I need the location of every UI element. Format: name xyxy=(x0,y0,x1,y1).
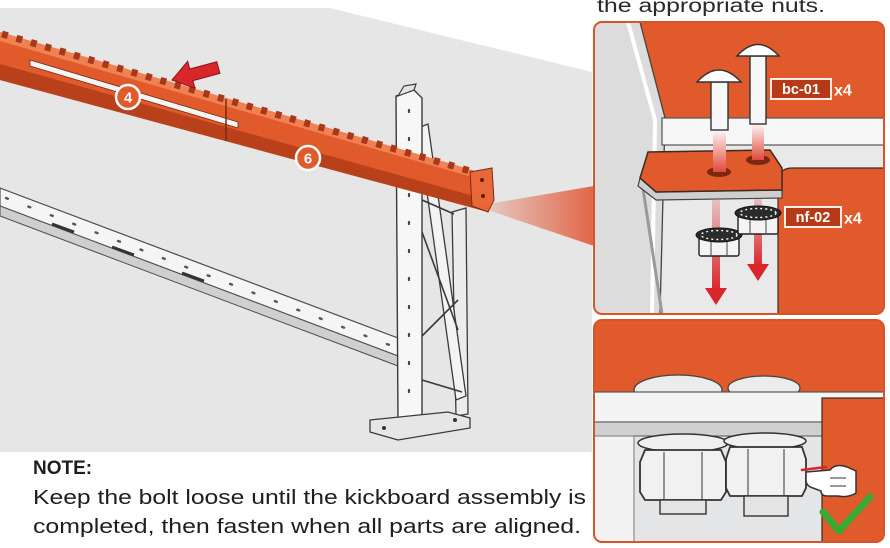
nut-flange xyxy=(734,205,782,221)
carriage-bolt xyxy=(695,69,743,172)
bolt-stub xyxy=(659,499,707,515)
detail-panel-nuts-content xyxy=(594,320,884,542)
panel-border xyxy=(593,21,885,315)
part-quantity: x4 xyxy=(844,211,862,228)
nut-flange xyxy=(695,227,743,243)
bolt-stub xyxy=(743,495,789,517)
beam-teeth xyxy=(1,30,471,175)
zoom-callout-cone xyxy=(476,186,594,246)
stand-cross-brace xyxy=(421,199,455,215)
bolt-shaft-fade xyxy=(713,128,726,172)
nut-body xyxy=(725,446,807,497)
stand-base-plate xyxy=(369,411,471,441)
pointer-indicator xyxy=(800,465,828,472)
rail-connector xyxy=(111,245,135,257)
hex-nut xyxy=(723,432,807,517)
bracket-hole xyxy=(481,194,485,198)
lower-orange-block xyxy=(777,167,884,314)
part-label-bolt: bc-01 x4 xyxy=(770,78,852,100)
horizontal-rail xyxy=(661,117,884,146)
arrow-head xyxy=(747,264,769,281)
callout-6: 6 xyxy=(294,144,322,172)
stand-cross-brace xyxy=(421,231,459,331)
bolt-shaft xyxy=(749,55,767,125)
carriage-bolt xyxy=(735,43,781,160)
bolt-shaft-fade xyxy=(752,122,764,160)
panel-border xyxy=(593,319,885,543)
flange-nut xyxy=(695,227,743,257)
stand-cross-brace xyxy=(421,379,463,393)
support-rod xyxy=(640,181,664,314)
part-label-nut: nf-02 x4 xyxy=(784,206,862,228)
bolt-shaft xyxy=(710,81,729,131)
part-code-box xyxy=(770,78,832,100)
bracket-hole xyxy=(480,178,484,182)
base-bolt-hole xyxy=(453,418,457,422)
note-title: NOTE: xyxy=(33,458,92,479)
callout-circle xyxy=(294,144,322,172)
nut-flange-serration xyxy=(739,207,777,219)
detail-panel-bolts-content: bc-01 x4 nf-02 x4 xyxy=(594,22,884,314)
hand-shape xyxy=(805,464,857,498)
hand-pointer-icon xyxy=(800,464,857,498)
callout-circle xyxy=(114,83,142,111)
note-line-1: Keep the bolt loose until the kickboard … xyxy=(33,487,586,509)
arrow-left-icon xyxy=(171,60,221,90)
stand-cross-brace xyxy=(421,299,459,337)
flange-nut xyxy=(734,205,782,235)
panel-top-text: the appropriate nuts. xyxy=(597,0,825,17)
part-code-box xyxy=(784,206,842,228)
part-code: nf-02 xyxy=(796,210,831,226)
rail-connector xyxy=(51,222,75,234)
bolt-head xyxy=(695,69,743,83)
hex-nut xyxy=(637,433,729,515)
detail-panel-nuts xyxy=(593,319,885,543)
nut-body xyxy=(639,449,727,501)
check-mark-icon xyxy=(819,493,874,535)
part-code: bc-01 xyxy=(782,82,820,98)
nut-flange-serration xyxy=(700,229,738,241)
note-block: NOTE: Keep the bolt loose until the kick… xyxy=(33,458,586,538)
rail-connector xyxy=(181,271,205,283)
overview-illustration: 4 6 xyxy=(0,8,594,452)
callout-4: 4 xyxy=(114,83,142,111)
bolt-head xyxy=(735,43,781,57)
arrow-left-shape xyxy=(171,60,221,90)
arrow-head xyxy=(705,288,727,305)
left-post xyxy=(594,435,635,542)
callout-number: 4 xyxy=(124,90,133,107)
note-line-2: completed, then fasten when all parts ar… xyxy=(33,516,581,538)
base-bolt-hole xyxy=(382,426,386,430)
callout-number: 6 xyxy=(304,151,312,168)
detail-panel-bolts: bc-01 x4 nf-02 x4 xyxy=(593,21,885,315)
part-quantity: x4 xyxy=(834,83,852,100)
stand-top-cap xyxy=(396,83,417,98)
